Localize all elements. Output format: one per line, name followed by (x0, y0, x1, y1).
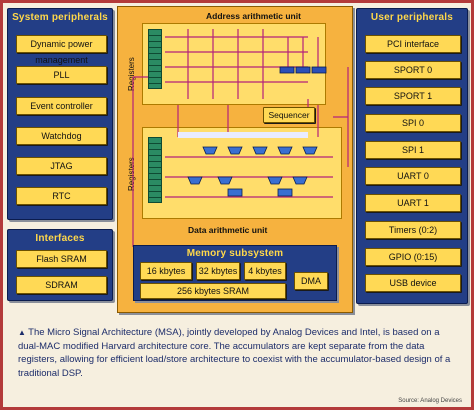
user-peripheral-item: SPORT 1 (365, 87, 461, 105)
user-peripheral-item: SPORT 0 (365, 61, 461, 79)
data-unit-label: Data arithmetic unit (188, 225, 268, 235)
user-peripheral-item: SPI 0 (365, 114, 461, 132)
interface-item: Flash SRAM (16, 250, 107, 268)
memory-block-16k: 16 kbytes (140, 262, 192, 280)
memory-block-32k: 32 kbytes (196, 262, 240, 280)
user-peripherals-panel: User peripherals PCI interface SPORT 0 S… (356, 8, 468, 304)
user-peripheral-item: PCI interface (365, 35, 461, 53)
memory-sram: 256 kbytes SRAM (140, 283, 286, 299)
caption-arrow-icon: ▲ (18, 328, 29, 337)
system-peripheral-item: Event controller (16, 97, 107, 115)
user-peripheral-item: GPIO (0:15) (365, 248, 461, 266)
system-peripheral-item: PLL (16, 66, 107, 84)
user-peripheral-item: UART 0 (365, 167, 461, 185)
address-registers (148, 29, 162, 89)
address-unit-label: Address arithmetic unit (206, 11, 301, 21)
user-peripheral-item: Timers (0:2) (365, 221, 461, 239)
figure-caption: ▲ The Micro Signal Architecture (MSA), j… (18, 326, 458, 380)
interfaces-title: Interfaces (35, 233, 85, 244)
system-peripherals-title: System peripherals (12, 12, 108, 23)
user-peripheral-item: SPI 1 (365, 141, 461, 159)
address-unit-alus (279, 66, 327, 74)
data-unit-block (142, 127, 342, 219)
interfaces-panel: Interfaces Flash SRAM SDRAM (7, 229, 113, 301)
user-peripherals-title: User peripherals (370, 12, 454, 23)
data-registers (148, 137, 162, 203)
memory-dma: DMA (294, 272, 328, 290)
user-peripheral-item: UART 1 (365, 194, 461, 212)
system-peripherals-panel: System peripherals Dynamic power managem… (7, 8, 113, 220)
system-peripheral-item: Watchdog (16, 127, 107, 145)
sequencer-block: Sequencer (263, 107, 315, 123)
interface-item: SDRAM (16, 276, 107, 294)
memory-block-4k: 4 kbytes (244, 262, 286, 280)
core-datapath (132, 29, 349, 247)
data-unit-macs (187, 146, 318, 197)
user-peripheral-item: USB device (365, 274, 461, 292)
system-peripheral-item: JTAG (16, 157, 107, 175)
memory-subsystem-panel: Memory subsystem 16 kbytes 32 kbytes 4 k… (133, 245, 337, 301)
memory-subsystem-title: Memory subsystem (186, 248, 284, 259)
system-peripheral-item: RTC (16, 187, 107, 205)
system-peripheral-item: Dynamic power management (16, 35, 107, 65)
caption-text: The Micro Signal Architecture (MSA), joi… (18, 327, 451, 379)
source-note: Source: Analog Devices (398, 398, 462, 404)
register-stripes (178, 132, 308, 138)
